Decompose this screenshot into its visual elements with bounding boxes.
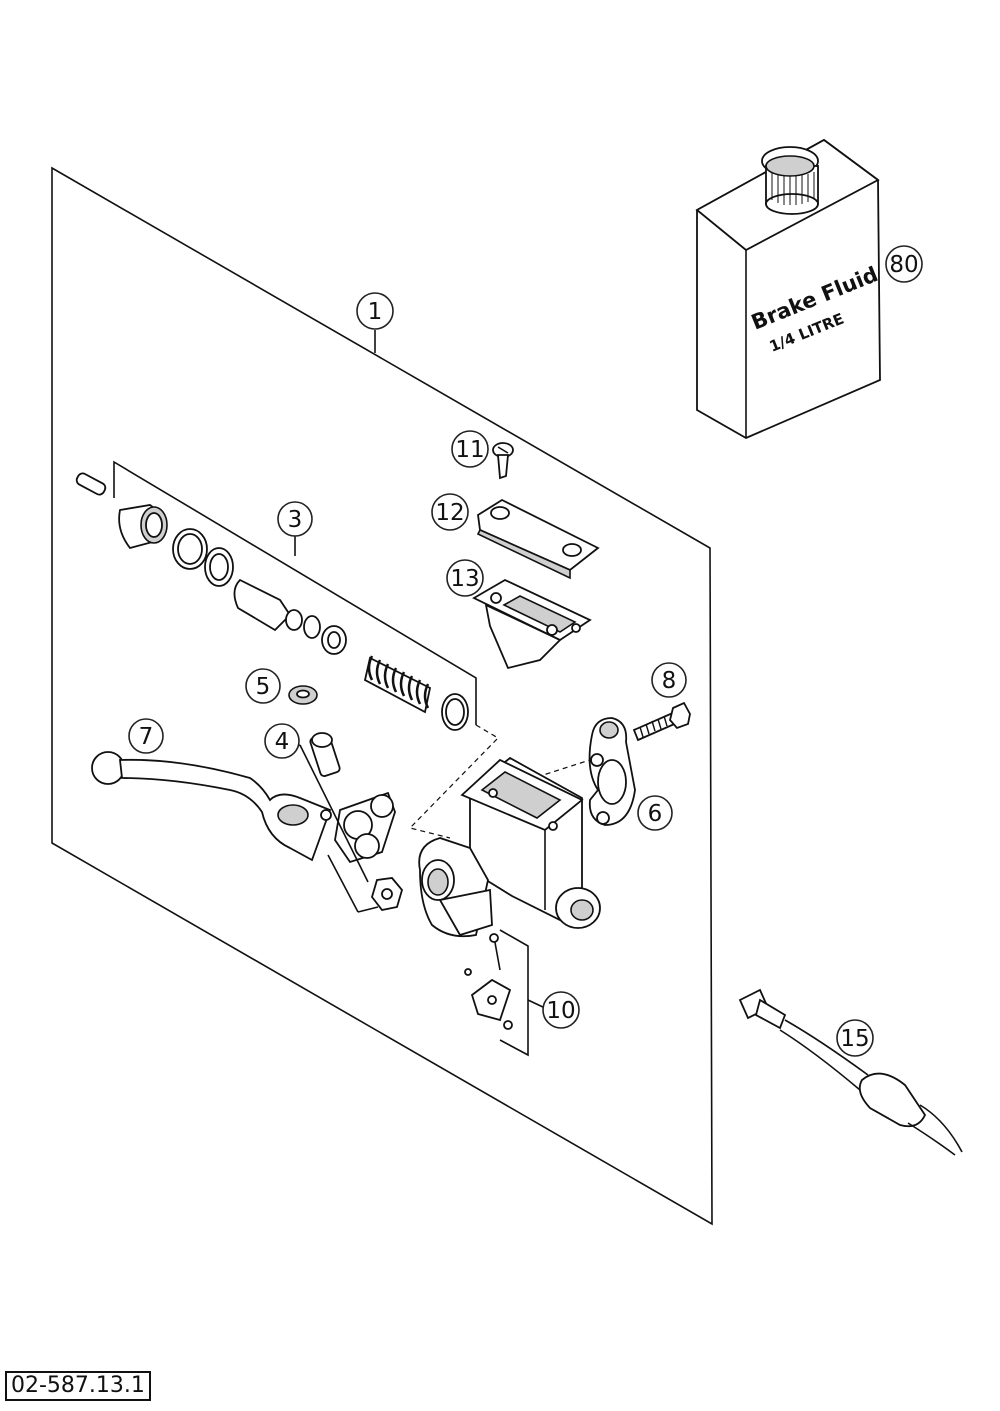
svg-text:4: 4 (275, 729, 290, 755)
svg-text:5: 5 (256, 674, 271, 700)
svg-text:1: 1 (368, 299, 383, 325)
svg-text:7: 7 (139, 724, 154, 750)
svg-text:10: 10 (546, 998, 575, 1024)
callout-11: 11 (451, 430, 489, 468)
svg-text:12: 12 (435, 500, 464, 526)
callout-8: 8 (651, 662, 687, 698)
callout-15: 15 (836, 1019, 874, 1057)
svg-text:13: 13 (450, 566, 479, 592)
document-number: 02-587.13.1 (5, 1371, 151, 1401)
svg-text:11: 11 (455, 437, 484, 463)
master-cylinder-housing (408, 724, 601, 938)
reservoir-cover (476, 498, 600, 580)
assembly-frame (51, 166, 713, 1226)
cover-screw (492, 442, 514, 480)
svg-text:80: 80 (889, 252, 918, 278)
brake-light-switch (464, 929, 546, 1057)
callout-1: 1 (356, 292, 394, 330)
callout-12: 12 (431, 493, 469, 531)
callout-10: 10 (542, 991, 580, 1029)
svg-text:15: 15 (840, 1026, 869, 1052)
handlebar-clamp (588, 717, 636, 826)
callout-80: 80 (885, 245, 923, 283)
svg-text:8: 8 (662, 668, 677, 694)
brake-fluid-can: Brake Fluid 1/4 LITRE (695, 138, 881, 440)
reservoir-diaphragm (472, 578, 592, 670)
callout-3: 3 (277, 501, 313, 537)
callout-5: 5 (245, 668, 281, 704)
adjuster-screw (279, 732, 403, 913)
callout-7: 7 (128, 718, 164, 754)
svg-text:6: 6 (648, 801, 663, 827)
callout-13: 13 (446, 559, 484, 597)
piston-kit (75, 460, 477, 731)
svg-text:3: 3 (288, 507, 303, 533)
callout-4: 4 (264, 723, 300, 759)
clamp-bolt (632, 701, 691, 742)
callout-6: 6 (637, 795, 673, 831)
brake-hose (738, 988, 963, 1156)
